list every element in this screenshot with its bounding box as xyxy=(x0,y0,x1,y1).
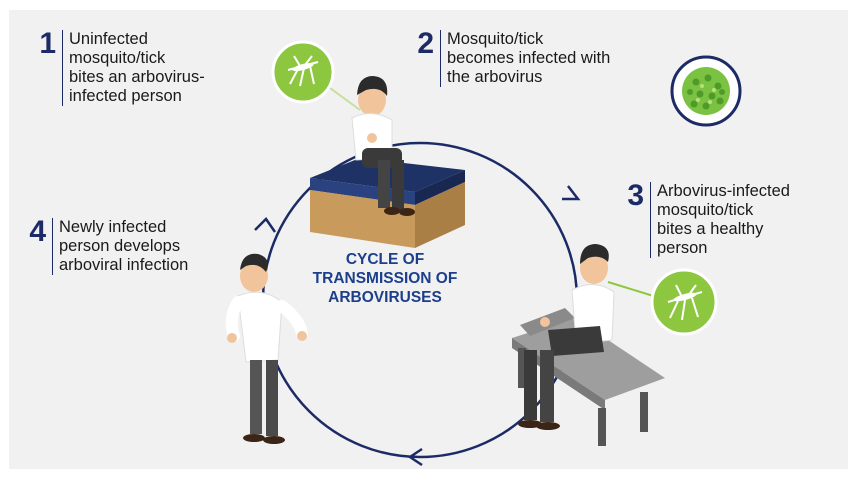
arrow-top-right xyxy=(562,185,581,201)
badge-pointer-1 xyxy=(329,87,361,111)
mosquito-icon xyxy=(650,268,718,336)
step-3-number: 3 xyxy=(627,179,644,212)
person-standing-sick xyxy=(225,253,308,444)
arrow-bottom xyxy=(407,447,423,467)
step-1: 1 Uninfected mosquito/tick bites an arbo… xyxy=(32,27,205,106)
step-4: 4 Newly infected person develops arbovir… xyxy=(22,215,188,275)
step-4-text: Newly infected person develops arboviral… xyxy=(52,218,188,275)
step-3-text: Arbovirus-infected mosquito/tick bites a… xyxy=(650,182,790,258)
step-2: 2 Mosquito/tick becomes infected with th… xyxy=(410,27,610,87)
mosquito-icon xyxy=(271,40,335,104)
step-3: 3 Arbovirus-infected mosquito/tick bites… xyxy=(620,179,790,258)
step-4-number: 4 xyxy=(29,215,46,248)
arrow-left xyxy=(254,217,277,233)
person-sitting-top xyxy=(351,76,415,216)
step-2-number: 2 xyxy=(417,27,434,60)
step-2-text: Mosquito/tick becomes infected with the … xyxy=(440,30,610,87)
step-1-number: 1 xyxy=(39,27,56,60)
step-1-text: Uninfected mosquito/tick bites an arbovi… xyxy=(62,30,205,106)
virus-icon xyxy=(670,55,742,127)
cycle-title: CYCLE OF TRANSMISSION OF ARBOVIRUSES xyxy=(312,251,458,306)
person-sitting-bench xyxy=(518,244,615,430)
